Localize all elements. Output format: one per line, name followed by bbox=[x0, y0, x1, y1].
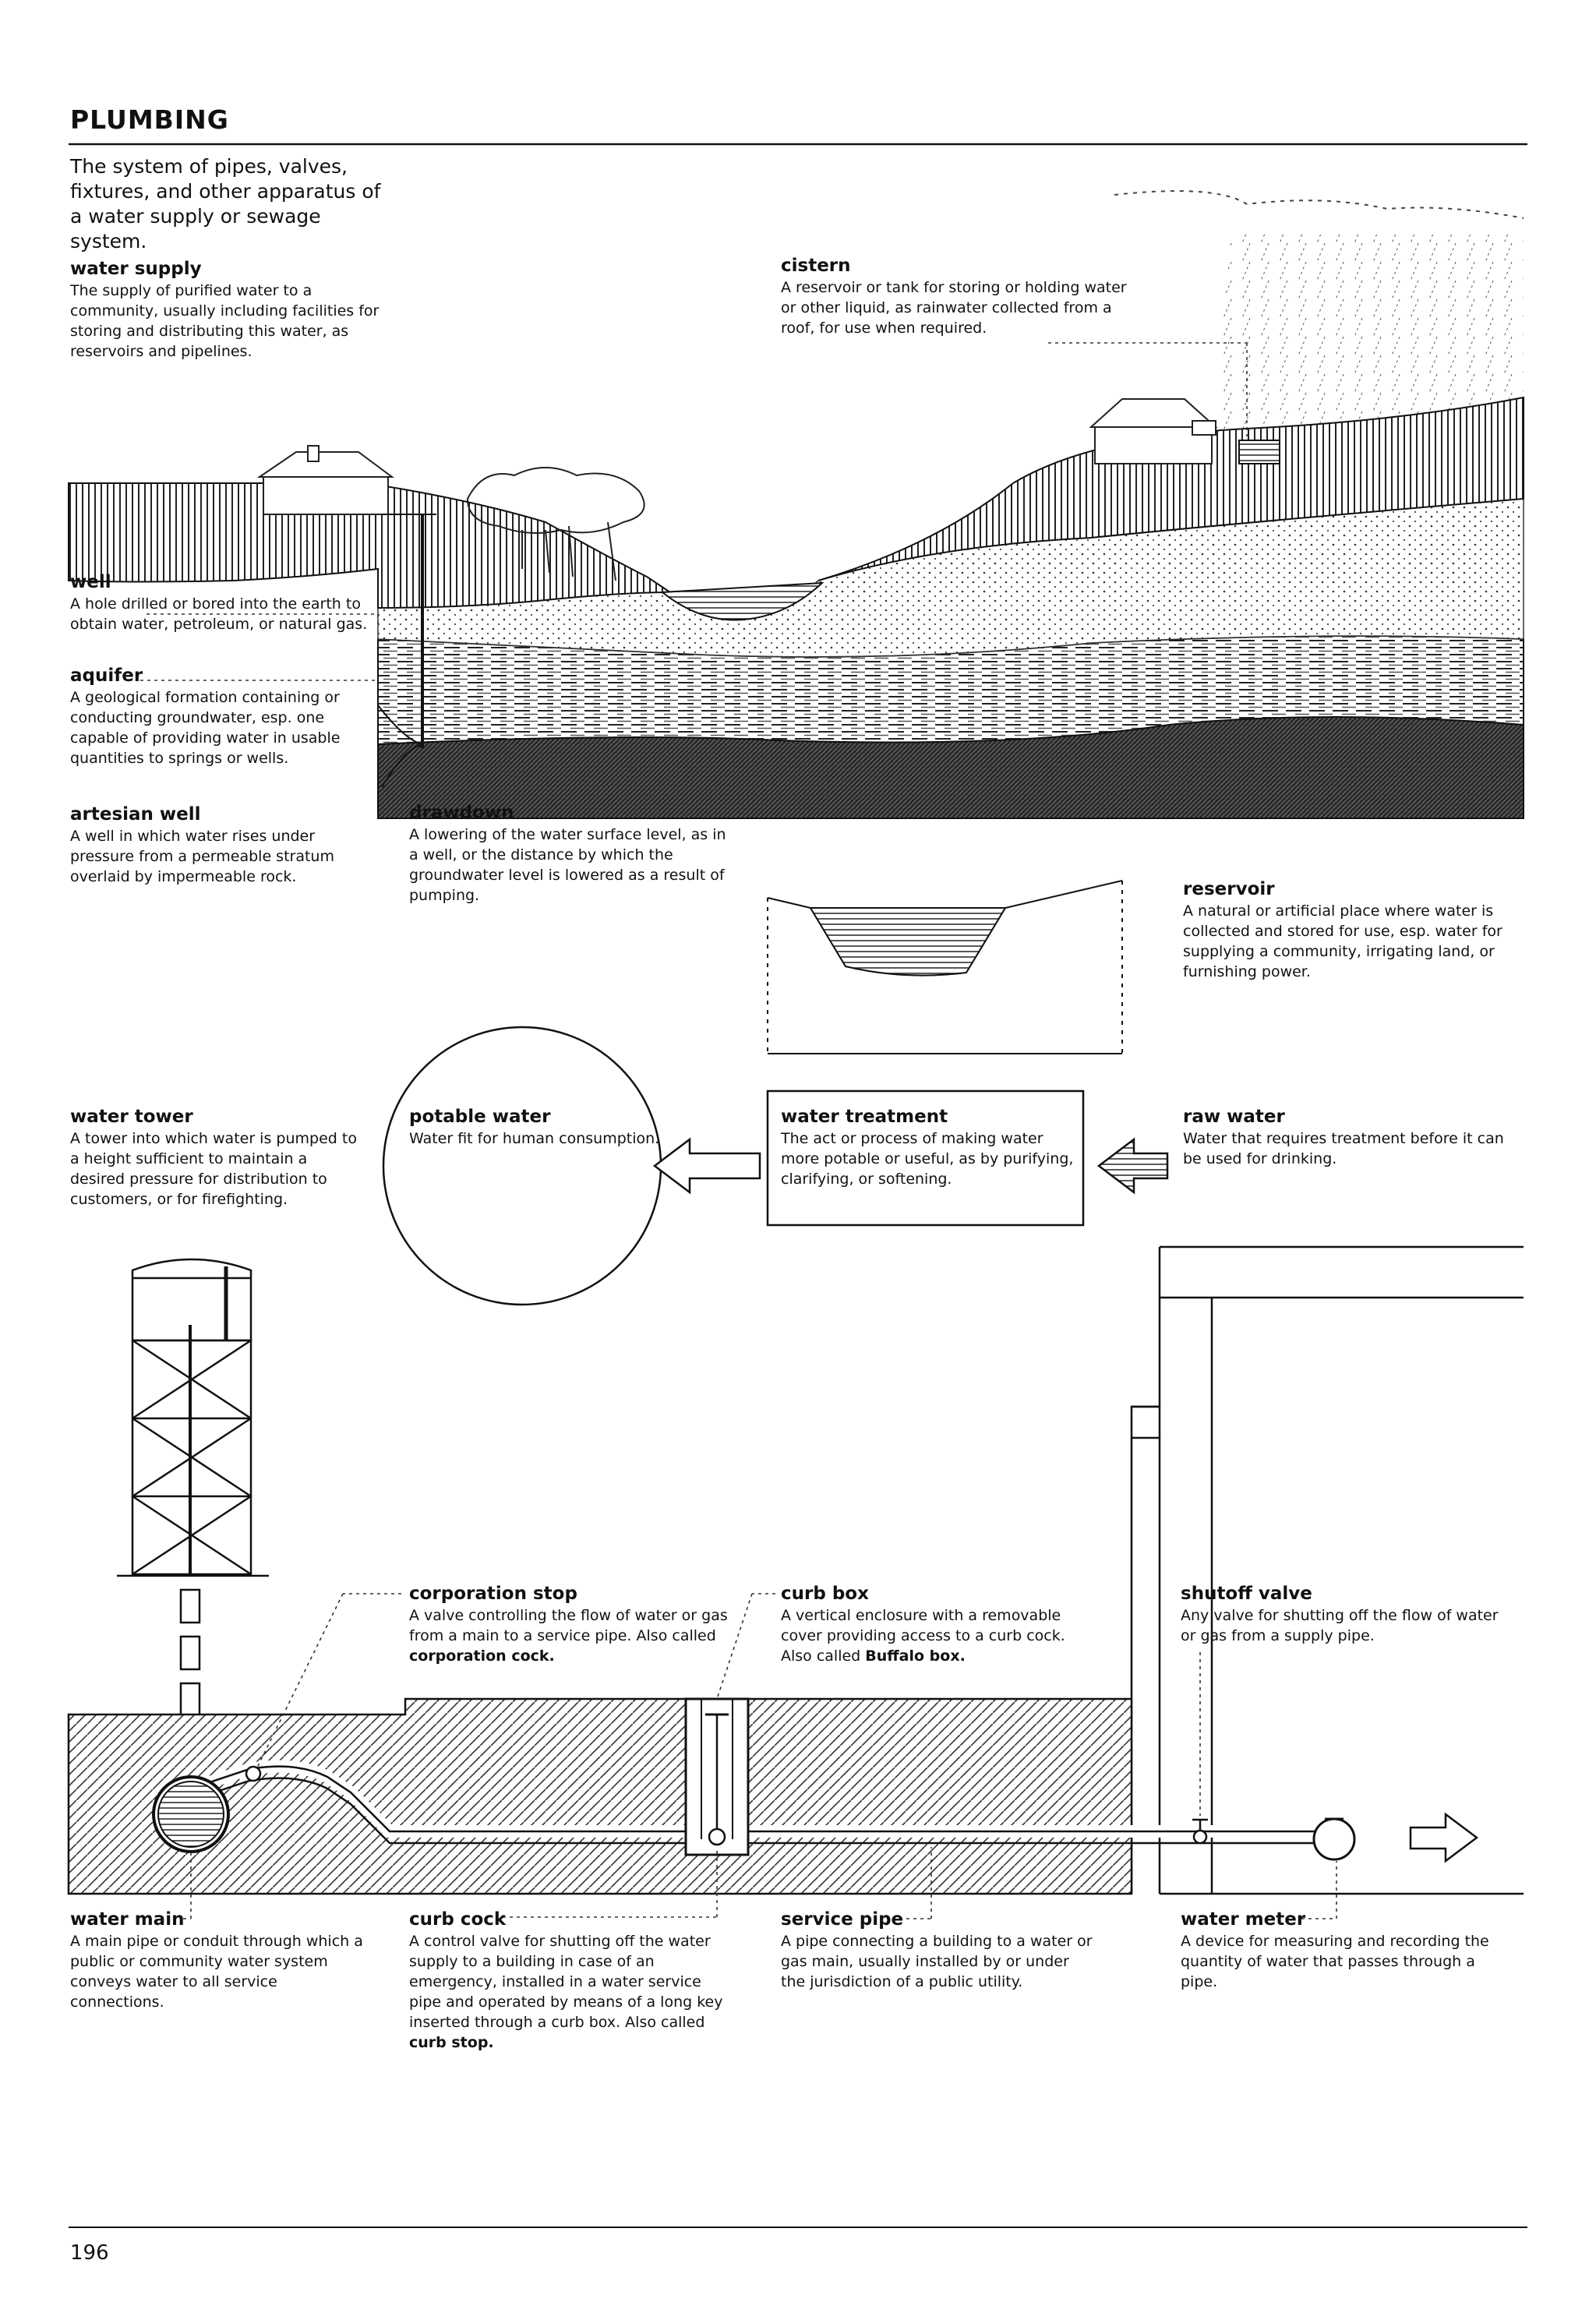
intro-text: The system of pipes, valves, fixtures, a… bbox=[70, 155, 381, 252]
term-water-meter: water meter A device for measuring and r… bbox=[1181, 1908, 1492, 1992]
term-label: reservoir bbox=[1183, 879, 1275, 899]
term-water-main: water main A main pipe or conduit throug… bbox=[70, 1908, 366, 2012]
potable-water-circle bbox=[382, 1026, 662, 1306]
term-label: water treatment bbox=[781, 1107, 948, 1127]
term-label: water meter bbox=[1181, 1909, 1306, 1930]
term-label: water main bbox=[70, 1909, 185, 1930]
term-definition: A control valve for shutting off the wat… bbox=[409, 1933, 723, 2051]
reservoir-sketch bbox=[767, 880, 1123, 1054]
term-definition: A well in which water rises under pressu… bbox=[70, 828, 334, 885]
term-cistern: cistern A reservoir or tank for storing … bbox=[781, 254, 1132, 338]
term-label: cistern bbox=[781, 256, 851, 276]
term-water-supply: water supply The supply of purified wate… bbox=[70, 257, 382, 362]
term-definition: A pipe connecting a building to a water … bbox=[781, 1933, 1093, 1990]
term-definition: Water fit for human consumption. bbox=[409, 1130, 660, 1147]
term-label: artesian well bbox=[70, 804, 201, 825]
building-wall bbox=[1130, 1245, 1524, 1895]
term-water-tower: water tower A tower into which water is … bbox=[70, 1105, 366, 1210]
term-reservoir: reservoir A natural or artificial place … bbox=[1183, 878, 1526, 982]
term-label: water supply bbox=[70, 259, 202, 279]
landscape-cross-section bbox=[68, 190, 1524, 819]
term-definition: A main pipe or conduit through which a p… bbox=[70, 1933, 363, 2011]
term-curb-box: curb box A vertical enclosure with a rem… bbox=[781, 1582, 1093, 1666]
term-definition: A tower into which water is pumped to a … bbox=[70, 1130, 357, 1208]
term-curb-cock: curb cock A control valve for shutting o… bbox=[409, 1908, 729, 2053]
arrow-from-raw bbox=[1096, 1137, 1169, 1195]
term-label: drawdown bbox=[409, 803, 514, 823]
term-definition: A geological formation containing or con… bbox=[70, 689, 341, 767]
term-corporation-stop: corporation stop A valve controlling the… bbox=[409, 1582, 744, 1666]
water-tower-sketch bbox=[117, 1258, 269, 1769]
term-definition: The act or process of making water more … bbox=[781, 1130, 1074, 1188]
term-label: shutoff valve bbox=[1181, 1584, 1312, 1604]
term-definition: Any valve for shutting off the flow of w… bbox=[1181, 1607, 1499, 1644]
term-definition: The supply of purified water to a commun… bbox=[70, 282, 380, 360]
term-definition: A natural or artificial place where wate… bbox=[1183, 902, 1502, 980]
term-potable-water: potable water Water fit for human consum… bbox=[409, 1105, 674, 1149]
term-service-pipe: service pipe A pipe connecting a buildin… bbox=[781, 1908, 1093, 1992]
term-definition: A hole drilled or bored into the earth t… bbox=[70, 595, 368, 633]
term-label: water tower bbox=[70, 1107, 193, 1127]
term-label: raw water bbox=[1183, 1107, 1285, 1127]
page-title: PLUMBING bbox=[70, 104, 229, 135]
term-label: service pipe bbox=[781, 1909, 904, 1930]
underground-section bbox=[67, 1697, 1479, 1895]
term-water-treatment: water treatment The act or process of ma… bbox=[781, 1105, 1077, 1189]
term-definition: A vertical enclosure with a removable co… bbox=[781, 1607, 1065, 1665]
term-definition: A lowering of the water surface level, a… bbox=[409, 826, 726, 904]
term-definition: A valve controlling the flow of water or… bbox=[409, 1607, 728, 1665]
term-raw-water: raw water Water that requires treatment … bbox=[1183, 1105, 1510, 1169]
term-definition: A device for measuring and recording the… bbox=[1181, 1933, 1489, 1990]
term-label: well bbox=[70, 572, 111, 592]
term-drawdown: drawdown A lowering of the water surface… bbox=[409, 801, 736, 906]
term-label: corporation stop bbox=[409, 1584, 577, 1604]
term-artesian-well: artesian well A well in which water rise… bbox=[70, 803, 374, 887]
term-label: curb cock bbox=[409, 1909, 507, 1930]
term-label: potable water bbox=[409, 1107, 551, 1127]
water-treatment-box bbox=[766, 1089, 1085, 1227]
term-definition: Water that requires treatment before it … bbox=[1183, 1130, 1504, 1167]
page-number: 196 bbox=[70, 2241, 109, 2265]
term-label: aquifer bbox=[70, 666, 143, 686]
term-label: curb box bbox=[781, 1584, 869, 1604]
term-well: well A hole drilled or bored into the ea… bbox=[70, 570, 378, 634]
term-definition: A reservoir or tank for storing or holdi… bbox=[781, 279, 1127, 337]
arrow-to-potable bbox=[652, 1137, 761, 1195]
term-aquifer: aquifer A geological formation containin… bbox=[70, 664, 374, 768]
term-shutoff-valve: shutoff valve Any valve for shutting off… bbox=[1181, 1582, 1508, 1646]
